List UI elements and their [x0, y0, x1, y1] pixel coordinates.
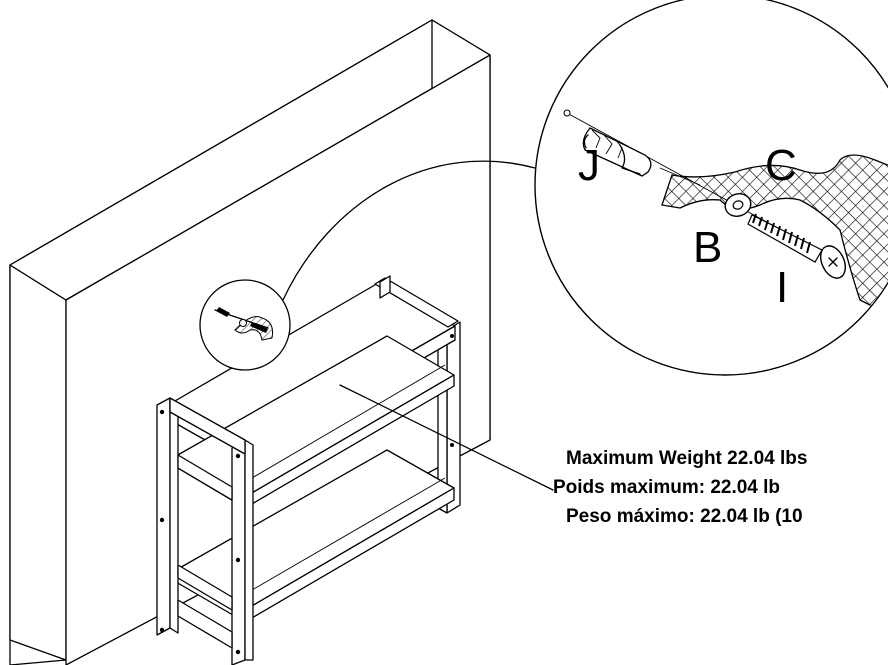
detail-magnifier-circle: J C B I — [534, 0, 888, 376]
weight-line-en: Maximum Weight 22.04 lbs — [566, 448, 807, 469]
weight-notice: Maximum Weight 22.04 lbs Poids maximum: … — [553, 448, 807, 527]
wall-anchor-icon — [582, 127, 652, 177]
label-washer-b: B — [693, 223, 722, 272]
small-detail-circle — [199, 279, 291, 371]
label-screw-i: I — [776, 263, 788, 312]
washer-icon — [724, 193, 752, 217]
detail-connector — [282, 160, 536, 301]
screw-icon — [747, 213, 846, 279]
label-anchor-j: J — [578, 141, 600, 190]
weight-line-es: Peso máximo: 22.04 lb (10 — [566, 506, 803, 527]
shelf-unit — [156, 275, 461, 665]
label-wall-c: C — [765, 141, 797, 190]
weight-line-fr: Poids maximum: 22.04 lb — [553, 477, 780, 498]
weight-pointer-line — [339, 384, 554, 491]
